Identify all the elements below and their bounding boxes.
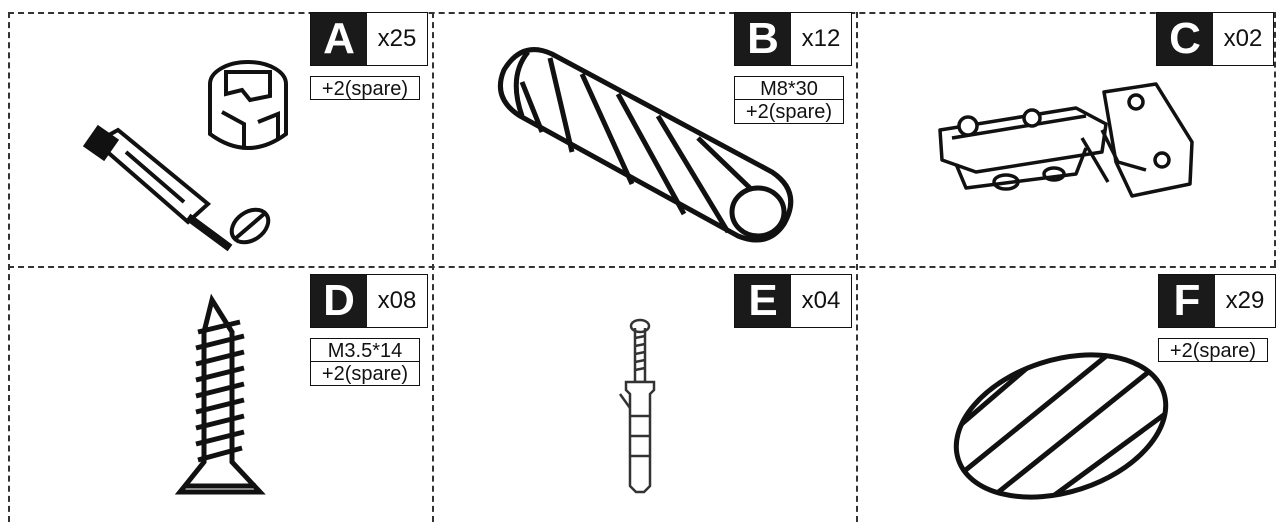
grid-line-col1: [432, 12, 434, 522]
cover-cap-icon: [937, 329, 1178, 519]
part-spec: M3.5*14: [310, 338, 420, 362]
part-cell-b: B x12 M8*30 +2(spare): [432, 12, 856, 266]
part-spec: M8*30: [734, 76, 844, 100]
part-quantity: x25: [377, 25, 417, 52]
part-cell-e: E x04: [432, 266, 856, 522]
grid-line-top: [8, 12, 1276, 14]
wood-screw-icon: [174, 293, 266, 495]
part-spec: +2(spare): [1158, 338, 1268, 362]
part-spec: +2(spare): [310, 362, 420, 386]
part-letter: C: [1157, 13, 1213, 65]
grid-line-col2: [856, 12, 858, 522]
part-quantity: x04: [801, 287, 841, 314]
part-cell-f: F x29 +2(spare): [856, 266, 1278, 522]
grid-line-right: [1274, 12, 1276, 266]
part-cell-a: A x25 +2(spare): [8, 12, 432, 266]
wall-plug-with-screw-icon: [618, 318, 656, 494]
part-tag-e: E x04: [734, 274, 852, 328]
part-tag-a: A x25: [310, 12, 428, 66]
wooden-dowel-icon: [498, 47, 794, 243]
part-tag-c: C x02: [1156, 12, 1274, 66]
grid-line-left: [8, 12, 10, 522]
part-letter: D: [311, 275, 367, 327]
cabinet-hinge-icon: [938, 82, 1194, 198]
part-spec: +2(spare): [310, 76, 420, 100]
part-quantity: x29: [1225, 287, 1265, 314]
part-quantity: x02: [1223, 25, 1263, 52]
part-tag-f: F x29: [1158, 274, 1276, 328]
part-quantity: x08: [377, 287, 417, 314]
part-letter: E: [735, 275, 791, 327]
cam-lock-and-bolt-icon: [82, 60, 288, 252]
part-tag-b: B x12: [734, 12, 852, 66]
part-spec: +2(spare): [734, 100, 844, 124]
part-quantity: x12: [801, 25, 841, 52]
part-letter: A: [311, 13, 367, 65]
part-cell-c: C x02: [856, 12, 1274, 266]
part-cell-d: D x08 M3.5*14 +2(spare): [8, 266, 432, 522]
part-letter: F: [1159, 275, 1215, 327]
part-tag-d: D x08: [310, 274, 428, 328]
part-letter: B: [735, 13, 791, 65]
grid-line-middle: [8, 266, 1276, 268]
